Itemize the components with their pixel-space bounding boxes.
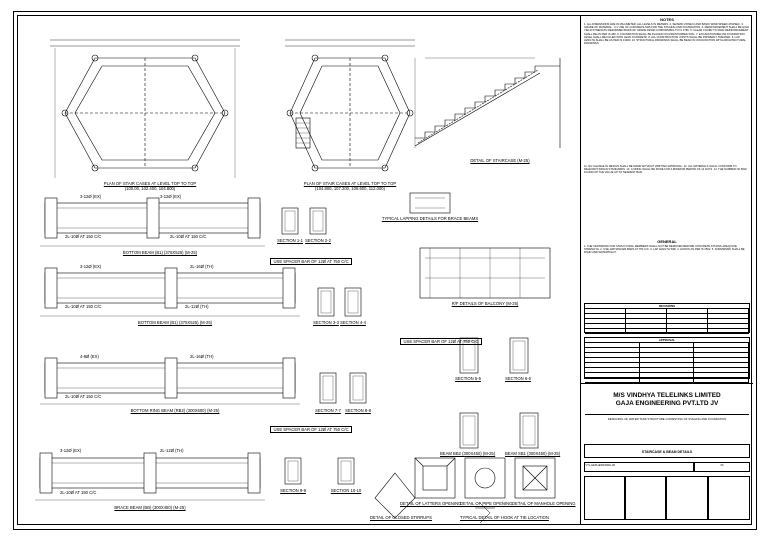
section-6-6-label: SECTION 6-6 <box>505 376 531 381</box>
notes-body-2: 11. NO CHANGE IN DESIGN SHALL BE MADE WI… <box>584 165 747 175</box>
table-row <box>585 319 749 324</box>
manhole-opening-title: DETAIL OF MANHOLE OPENING <box>512 501 576 506</box>
plan-b-drawing <box>285 39 415 172</box>
openings-drawing <box>414 457 556 499</box>
drawing-linework <box>35 39 561 524</box>
table-row <box>585 353 750 358</box>
ring-beam-drawing <box>40 357 300 405</box>
beam-bb2-title: BEAM BB2 (300X450) (M-25) <box>440 451 496 456</box>
bottom-beam-b1b-title: BOTTOM BEAM (B1) (375X525) (M-25) <box>137 320 213 325</box>
balcony-detail-title: R/F DETAILS OF BALCONY (M-25) <box>451 301 519 306</box>
sections-drawing <box>281 207 367 485</box>
bottom-beam-b1-drawing <box>40 197 265 247</box>
bar-callout-7: 2L-10Ø AT 150 C/C <box>65 304 102 309</box>
bar-callout-1: 3-12Ø (EX) <box>80 194 102 199</box>
project-description: DESIGNING OF WATER TANK STRUCTURE CONSIS… <box>585 414 749 421</box>
beam-bb2-sb1-drawing <box>459 337 539 449</box>
lapping-balcony-drawing <box>409 192 551 299</box>
staircase-detail-drawing <box>414 57 561 148</box>
company-name-line-1: M/S VINDHYA TELELINKS LIMITED <box>613 392 721 399</box>
brace-beam-title: BRACE BEAM (BB) (300X450) (M-25) <box>114 505 186 510</box>
notes-title-panel: NOTES 1. ALL DIMENSIONS ARE IN MILLIMETE… <box>580 15 753 525</box>
drawing-title: STAIRCASE & BEAM DETAILS <box>584 444 750 458</box>
bar-callout-2: 3-12Ø (EX) <box>160 194 182 199</box>
title-cell <box>584 476 625 520</box>
plan-b-title: PLAN OF STAIR CASES AT LEVEL TOP TO TOP <box>303 181 397 186</box>
bottom-beam-b1-title: BOTTOM BEAM (B1) (375X525) (M-25) <box>122 250 198 255</box>
sheet-inner-border <box>17 15 752 525</box>
bar-callout-10: 2L-16Ø (TH) <box>190 354 214 359</box>
bar-callout-9: 4-8Ø (EX) <box>80 354 99 359</box>
bar-callout-6: 2L-16Ø (TH) <box>190 264 214 269</box>
table-row <box>585 358 750 363</box>
bar-callout-3: 2L-10Ø AT 150 C/C <box>65 234 102 239</box>
pipe-opening-title: DETAIL OF PIPE OPENING <box>460 501 513 506</box>
notes-heading: NOTES <box>660 17 674 22</box>
table-row <box>585 324 749 329</box>
spacer-note-2: USE SPACER BAR OF 12Ø AT 750 C/C <box>400 338 482 345</box>
section-8-8-label: SECTION 8-8 <box>345 408 371 413</box>
section-7-7-label: SECTION 7-7 <box>315 408 341 413</box>
hook-detail-title: TYPICAL DETAIL OF HOOK AT TIE LOCATION <box>460 515 549 520</box>
approval-table: APPROVAL <box>584 337 750 383</box>
stirrup-detail-drawing <box>374 472 495 524</box>
title-cell <box>666 476 708 520</box>
table-row <box>585 363 750 368</box>
plan-a-title: PLAN OF STAIR CASES AT LEVEL TOP TO TOP <box>103 181 197 186</box>
bar-callout-14: 2L-10Ø AT 150 C/C <box>60 490 97 495</box>
approval-heading: APPROVAL <box>585 338 749 343</box>
spacer-note-3: USE SPACER BAR OF 12Ø AT 750 C/C <box>270 426 352 433</box>
plan-a-drawing <box>50 39 240 178</box>
title-cell <box>708 476 750 520</box>
title-block: M/S VINDHYA TELELINKS LIMITED GAJA ENGIN… <box>581 383 753 525</box>
closed-stirrups-title: DETAIL OF CLOSED STIRRUPS <box>370 515 432 520</box>
beam-sb1-title: BEAM SB1 (300X450) (M-25) <box>505 451 561 456</box>
title-cell <box>625 476 666 520</box>
revisions-table: REVISIONS <box>584 303 750 334</box>
bar-callout-13: 2L-12Ø (TH) <box>160 448 184 453</box>
spacer-note-1: USE SPACER BAR OF 12Ø AT 750 C/C <box>270 258 352 265</box>
brace-beam-drawing <box>35 452 265 501</box>
table-row <box>585 329 749 334</box>
bottom-beam-b1b-drawing <box>40 267 300 317</box>
sheet-number: 06 <box>694 462 750 472</box>
staircase-detail-title: DETAIL OF STAIRCASE (M-25) <box>470 158 530 163</box>
general-heading: GENERAL <box>657 239 677 244</box>
sheet-outer-border <box>13 11 757 530</box>
section-9-9-label: SECTION 9-9 <box>280 488 306 493</box>
notes-body-1: 1. ALL DIMENSIONS ARE IN MILLIMETER. ALL… <box>584 23 750 46</box>
section-10-10-label: SECTION 10-10 <box>330 488 362 493</box>
general-body: 1. THE CENTERING FOR STRUCTURAL MEMBERS … <box>584 245 745 255</box>
bar-callout-4: 2L-10Ø AT 150 C/C <box>170 234 207 239</box>
section-3-3-label: SECTION 3-3 <box>313 320 339 325</box>
plan-a-levels: (100.00, 102.400, 104.800) <box>124 186 176 191</box>
lapping-detail-title: TYPICAL LAPPING DETAILS FOR BRACE BEAMS <box>381 216 479 221</box>
table-row <box>585 348 750 353</box>
drawing-area: PLAN OF STAIR CASES AT LEVEL TOP TO TOP … <box>20 18 580 524</box>
section-1-1-label: SECTION 1-1 <box>277 238 303 243</box>
revisions-heading: REVISIONS <box>585 304 749 309</box>
table-row <box>585 373 750 378</box>
section-5-5-label: SECTION 5-5 <box>455 376 481 381</box>
bar-callout-12: 3-12Ø (EX) <box>60 448 82 453</box>
ring-beam-title: BOTTOM RING BEAM (RB2) (300X600) (M-25) <box>130 408 220 413</box>
bar-callout-8: 2L-12Ø (TH) <box>185 304 209 309</box>
section-2-2-label: SECTION 2-2 <box>305 238 331 243</box>
table-row <box>585 378 750 383</box>
table-row <box>585 343 750 348</box>
table-row <box>585 314 749 319</box>
section-4-4-label: SECTION 4-4 <box>340 320 366 325</box>
company-name-line-2: GAJA ENGINEERING PVT.LTD JV <box>615 400 719 407</box>
table-row <box>585 309 749 314</box>
drawing-number: VTL-GEPL/ESR/DWG-06 <box>584 462 694 472</box>
bar-callout-5: 3-12Ø (EX) <box>80 264 102 269</box>
plan-b-levels: (104.800, 107.200, 109.600, 112.000) <box>314 186 385 191</box>
latters-opening-title: DETAIL OF LATTERS OPENING <box>400 501 462 506</box>
table-row <box>585 368 750 373</box>
bar-callout-11: 2L-10Ø AT 150 C/C <box>65 394 102 399</box>
